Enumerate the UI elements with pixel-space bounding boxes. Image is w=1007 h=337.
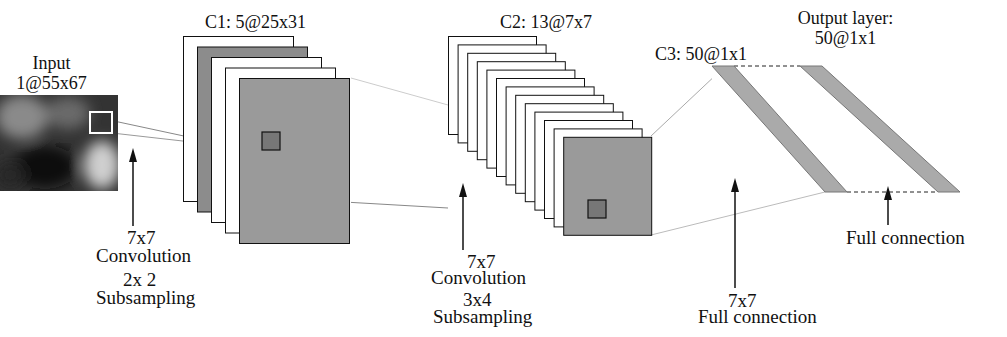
operation-label: Subsampling xyxy=(95,288,196,309)
layer-heading-slot: Output layer: 50@1x1 xyxy=(788,9,903,48)
operation-label: Convolution xyxy=(430,268,527,289)
pointer-arrow xyxy=(887,198,889,225)
layer-node: C1: 5@25x31 xyxy=(183,36,351,244)
full-connection-line xyxy=(847,192,938,193)
layer-heading-slot: C1: 5@25x31 xyxy=(205,13,306,32)
feature-map-stack xyxy=(183,36,351,244)
feature-map-stack xyxy=(448,36,651,236)
layer-connection xyxy=(351,202,448,208)
pointer-arrow xyxy=(462,195,464,250)
image-blob xyxy=(84,141,118,189)
image-blob xyxy=(0,160,25,190)
arrow-head xyxy=(459,183,467,197)
feature-map xyxy=(564,137,652,235)
layer-heading-slot: C2: 13@7x7 xyxy=(500,13,592,32)
image-blob xyxy=(0,95,48,139)
pointer-arrow xyxy=(734,190,736,288)
operation-label: Full connection xyxy=(845,228,966,249)
operation-label: Convolution xyxy=(95,246,192,267)
arrow-head xyxy=(129,148,137,162)
layer-heading: C3: 50@1x1 xyxy=(655,45,747,64)
layer-connection xyxy=(118,122,183,136)
layer-heading: Input 1@55x67 xyxy=(4,54,99,93)
operation-label: Full connection xyxy=(697,307,818,328)
layer-node: Input 1@55x67 xyxy=(0,95,118,191)
arrow-head xyxy=(884,186,892,200)
image-blob xyxy=(46,97,90,129)
layer-heading-slot: Input 1@55x67 xyxy=(4,54,99,93)
operation-label: Subsampling xyxy=(432,307,533,328)
layer-heading: Output layer: 50@1x1 xyxy=(788,9,903,48)
layer-node: C2: 13@7x7 xyxy=(448,36,651,236)
layer-connection xyxy=(651,79,712,136)
input-image xyxy=(0,95,118,191)
receptive-field xyxy=(90,112,112,133)
receptive-field xyxy=(262,132,280,150)
layer-connection xyxy=(734,66,800,67)
layer-heading: C1: 5@25x31 xyxy=(205,13,306,32)
feature-map xyxy=(240,79,350,244)
layer-heading: C2: 13@7x7 xyxy=(500,13,592,32)
pointer-arrow xyxy=(132,160,134,226)
layer-heading-slot: C3: 50@1x1 xyxy=(655,45,747,64)
arrow-head xyxy=(731,178,739,192)
output-layer-band xyxy=(800,66,960,192)
projection-line xyxy=(651,192,825,235)
neuron-band xyxy=(800,66,960,192)
receptive-field xyxy=(588,200,606,218)
layer-node: Output layer: 50@1x1 xyxy=(800,66,960,192)
